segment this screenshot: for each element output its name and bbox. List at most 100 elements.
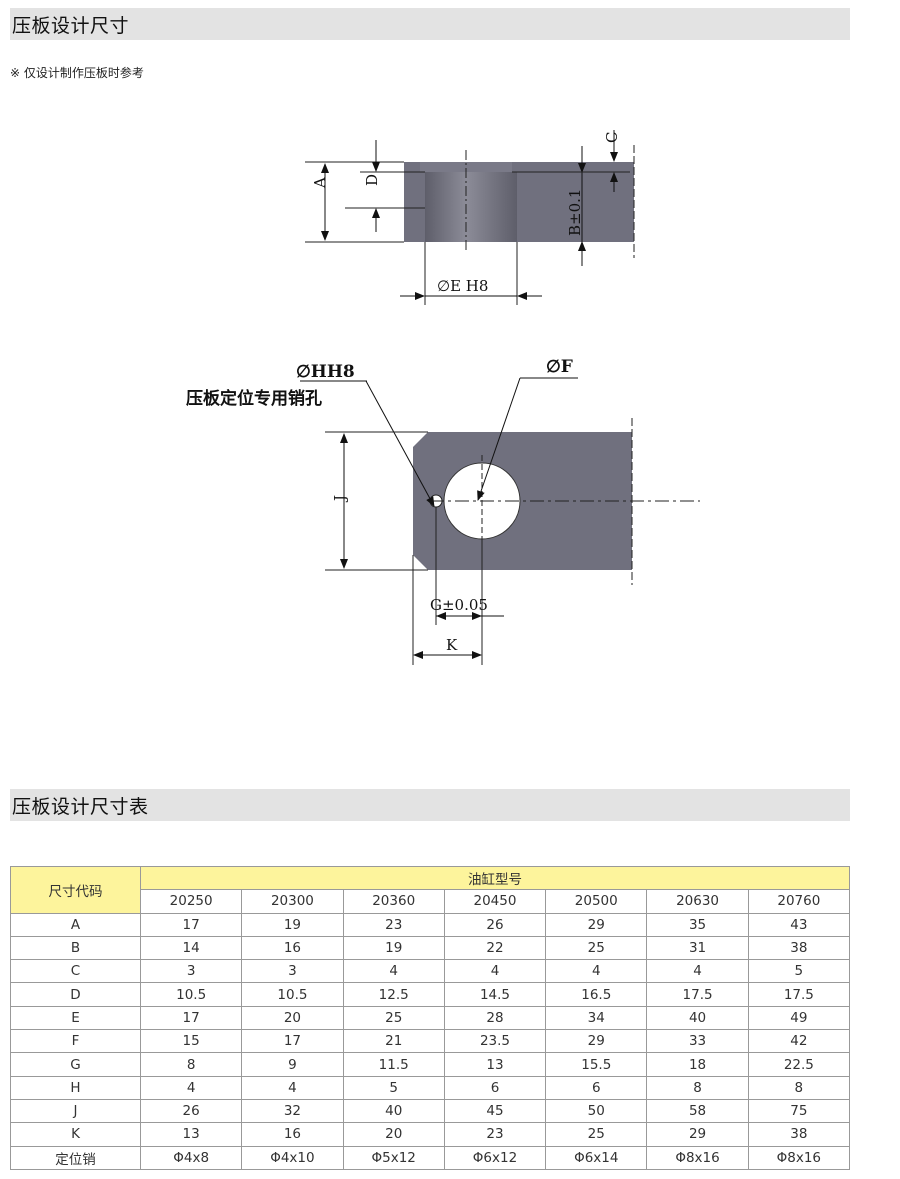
table-cell: 45	[443, 1098, 547, 1124]
table-cell: 25	[545, 935, 648, 961]
table-cell: 23	[342, 912, 445, 937]
table-cell: 11.5	[342, 1052, 445, 1077]
counterbore-step	[420, 162, 512, 172]
table-cell: Φ8x16	[646, 1145, 749, 1170]
group-header: 油缸型号	[140, 865, 850, 891]
corner-header: 尺寸代码	[10, 866, 141, 914]
section-header-table: 压板设计尺寸表	[10, 789, 850, 821]
table-cell: 21	[342, 1029, 445, 1054]
table-cell: 22.5	[747, 1052, 851, 1077]
table-cell: 26	[139, 1098, 243, 1124]
table-cell: 10.5	[241, 982, 344, 1007]
table-cell: 4	[139, 1075, 243, 1100]
table-cell: 4	[646, 959, 749, 984]
model-header: 20500	[545, 889, 648, 914]
table-cell: Φ4x8	[139, 1145, 243, 1170]
table-cell: 26	[443, 912, 547, 937]
side-view: A D B±0.1 C ∅E H8	[305, 130, 635, 305]
table-cell: 50	[545, 1098, 648, 1124]
section-title: 压板设计尺寸表	[12, 795, 149, 818]
table-cell: 29	[545, 1029, 648, 1054]
table-cell: 6	[443, 1075, 547, 1100]
table-cell: 34	[545, 1005, 648, 1031]
table-cell: 8	[139, 1052, 243, 1077]
model-header: 20760	[747, 889, 851, 914]
dim-d-label: D	[363, 174, 381, 186]
table-cell: 6	[545, 1075, 648, 1100]
table-cell: 14.5	[443, 982, 547, 1007]
table-cell: 28	[443, 1005, 547, 1031]
table-cell: 3	[241, 959, 344, 984]
table-cell: 43	[747, 912, 851, 937]
dim-k-label: K	[446, 636, 458, 654]
dim-c-label: C	[603, 132, 621, 143]
table-cell: 75	[747, 1098, 851, 1124]
row-label: H	[10, 1075, 141, 1100]
table-cell: 4	[241, 1075, 344, 1100]
dim-j-label: J	[331, 495, 349, 503]
top-view: ∅HH8 压板定位专用销孔 ∅F J G±0.05 K	[186, 357, 700, 665]
row-label: E	[10, 1005, 141, 1031]
table-cell: 42	[747, 1029, 851, 1054]
table-cell: 49	[747, 1005, 851, 1031]
row-label: J	[10, 1098, 141, 1124]
table-cell: 29	[646, 1122, 749, 1147]
table-cell: 13	[139, 1122, 243, 1147]
table-cell: 40	[342, 1098, 445, 1124]
section-header-design: 压板设计尺寸	[10, 8, 850, 40]
table-cell: 23.5	[443, 1029, 547, 1054]
dim-g-label: G±0.05	[430, 596, 488, 614]
table-cell: 20	[342, 1122, 445, 1147]
table-cell: 25	[342, 1005, 445, 1031]
table-cell: 4	[443, 959, 547, 984]
table-cell: 16	[241, 935, 344, 961]
model-header: 20630	[646, 889, 749, 914]
table-cell: 5	[342, 1075, 445, 1100]
table-cell: 18	[646, 1052, 749, 1077]
table-cell: 17	[241, 1029, 344, 1054]
table-cell: 17	[139, 912, 243, 937]
row-label: A	[10, 912, 141, 937]
table-cell: 4	[342, 959, 445, 984]
table-cell: 13	[443, 1052, 547, 1077]
table-cell: Φ4x10	[241, 1145, 344, 1170]
table-cell: 25	[545, 1122, 648, 1147]
table-cell: 14	[139, 935, 243, 961]
table-cell: 19	[342, 935, 445, 961]
model-header: 20300	[241, 889, 344, 914]
reference-note: ※ 仅设计制作压板时参考	[10, 66, 144, 80]
table-cell: 58	[646, 1098, 749, 1124]
row-label: D	[10, 982, 141, 1007]
dimension-table: 尺寸代码 油缸型号 20250 20300 20360 20450 20500 …	[10, 865, 851, 1170]
table-cell: Φ8x16	[747, 1145, 851, 1170]
technical-drawing: A D B±0.1 C ∅E H8 ∅HH8 压板定	[186, 130, 700, 665]
table-cell: 16.5	[545, 982, 648, 1007]
table-cell: 5	[747, 959, 851, 984]
table-cell: 35	[646, 912, 749, 937]
row-label: C	[10, 959, 141, 984]
row-label: B	[10, 935, 141, 961]
model-header: 20360	[342, 889, 445, 914]
table-cell: 15.5	[545, 1052, 648, 1077]
model-header: 20250	[139, 889, 243, 914]
table-cell: 10.5	[139, 982, 243, 1007]
table-cell: 20	[241, 1005, 344, 1031]
table-cell: 12.5	[342, 982, 445, 1007]
leader-line	[365, 380, 435, 507]
model-header: 20450	[443, 889, 547, 914]
table-cell: 19	[241, 912, 344, 937]
row-label: 定位销	[10, 1145, 141, 1170]
table-cell: 38	[747, 935, 851, 961]
dim-a-label: A	[311, 177, 329, 189]
table-cell: 4	[545, 959, 648, 984]
